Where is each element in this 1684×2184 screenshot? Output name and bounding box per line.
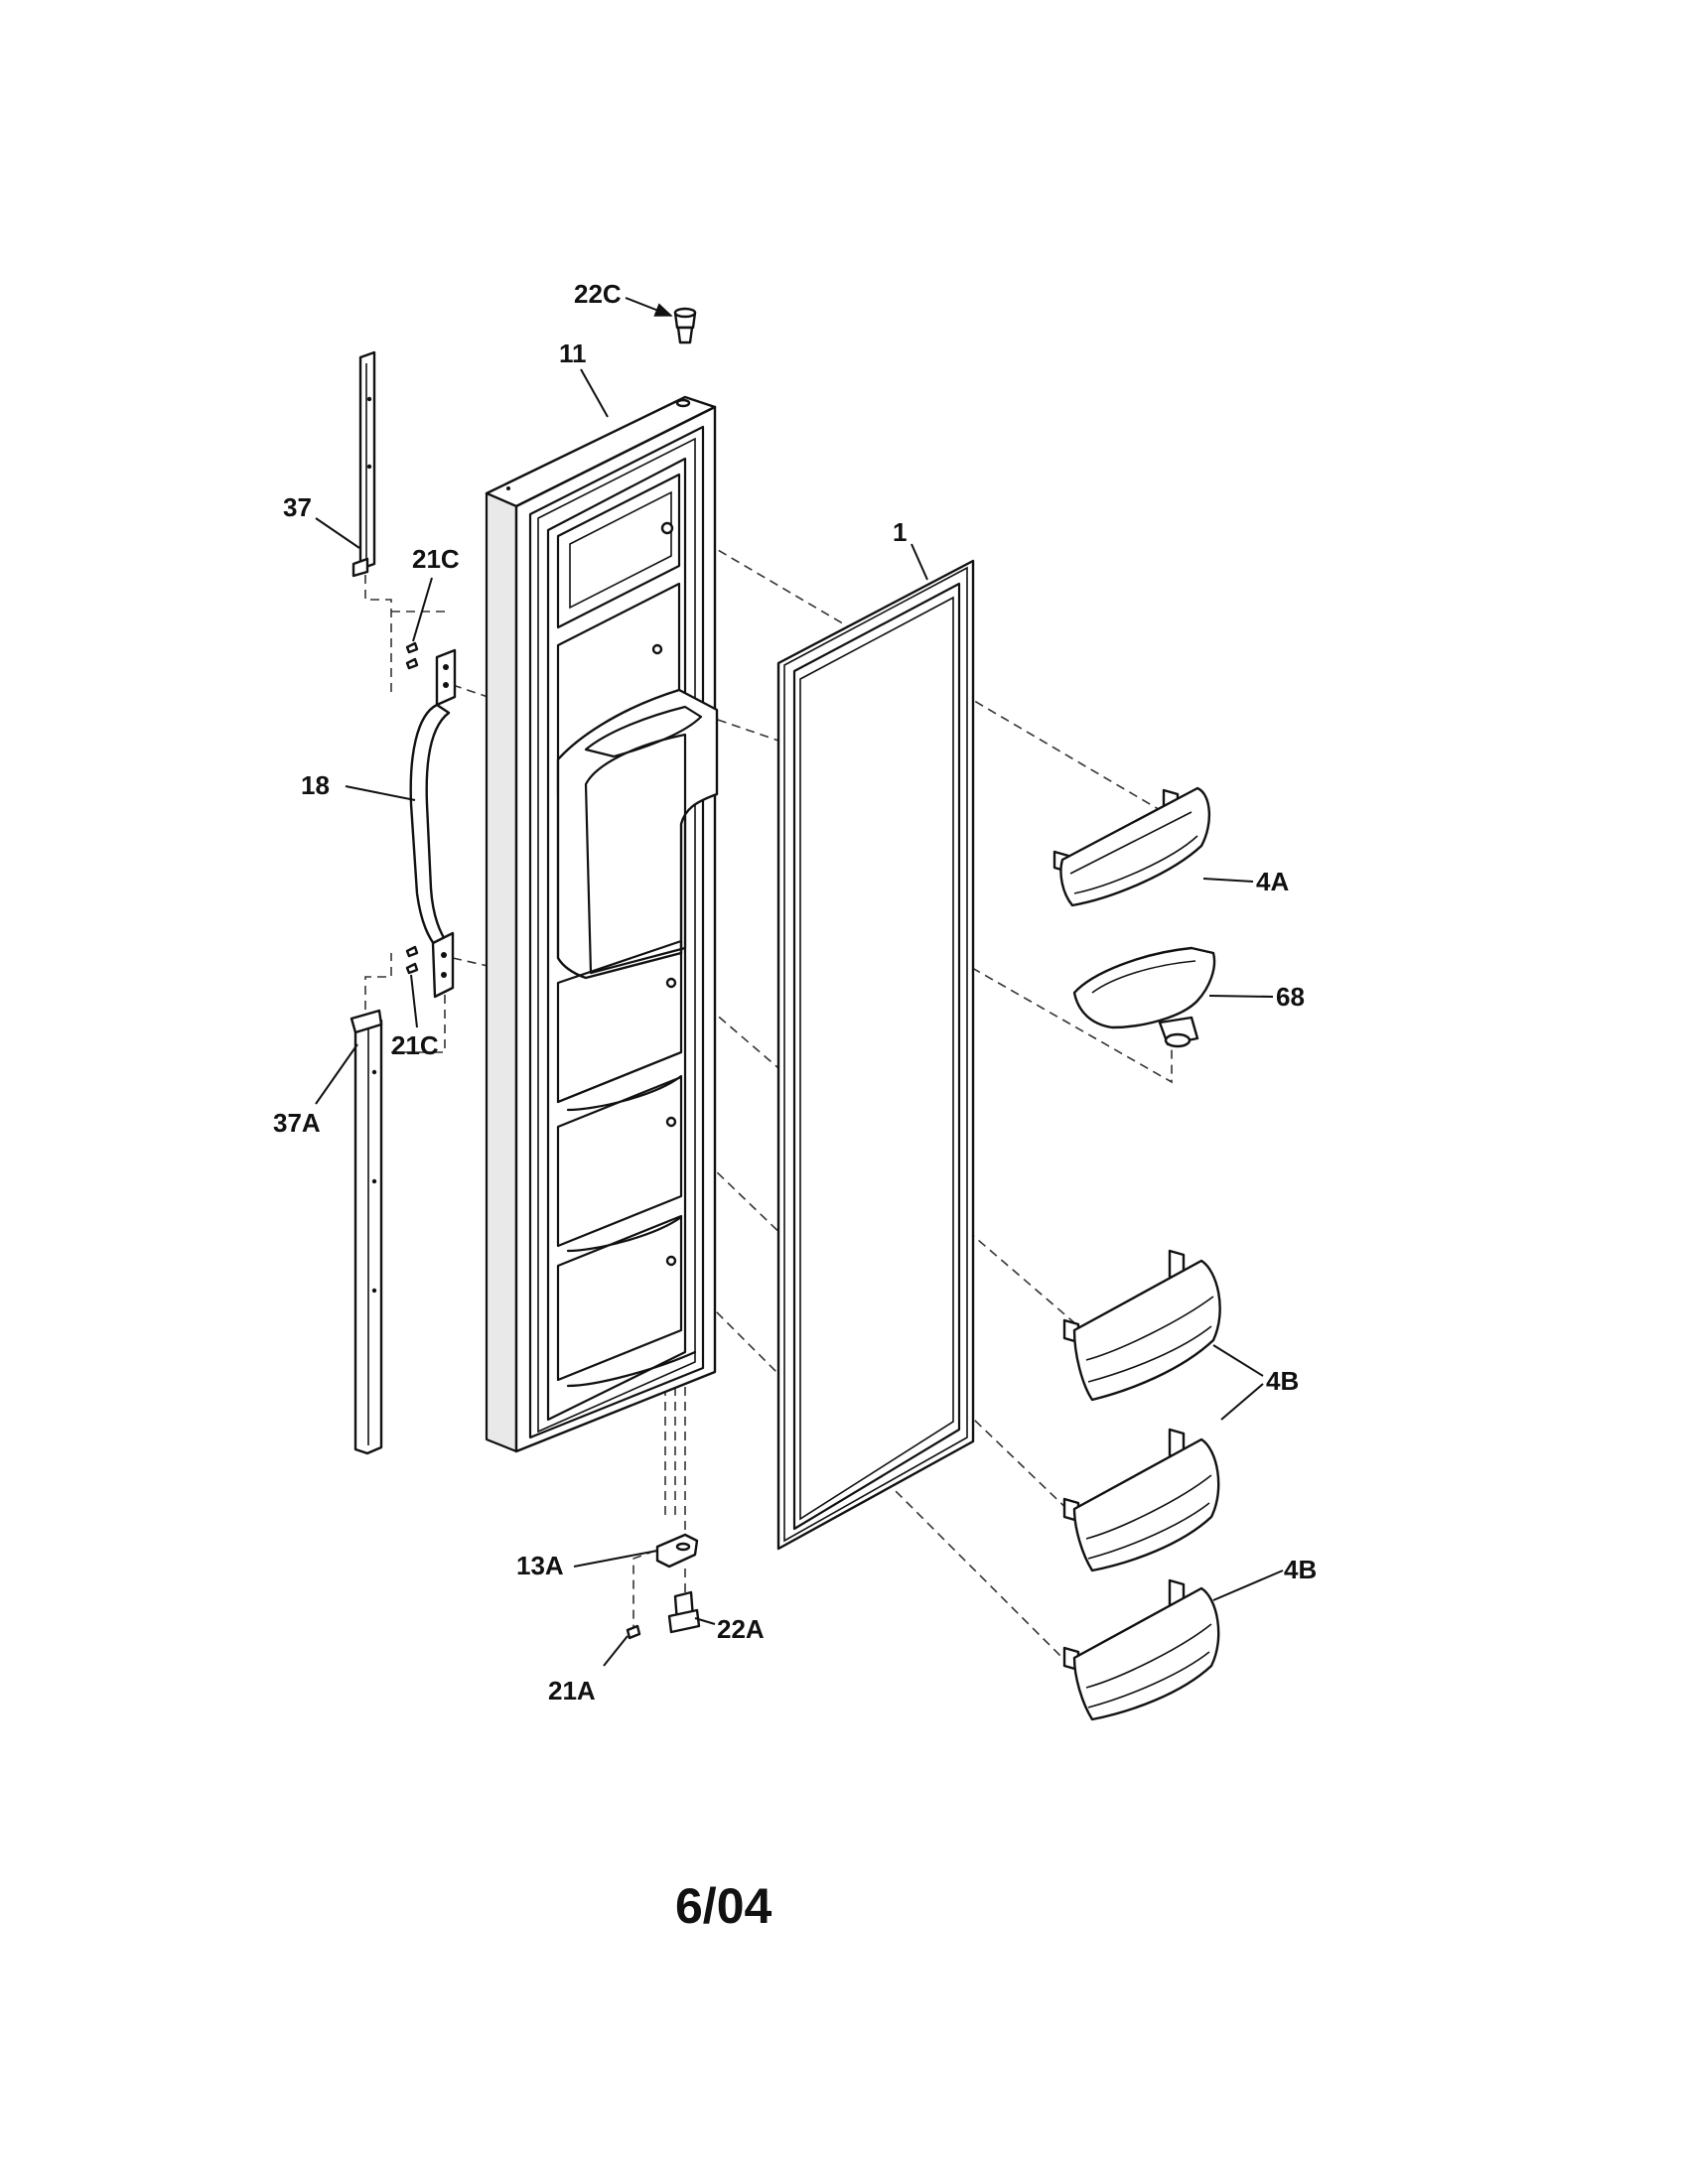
screws-21c <box>405 641 419 975</box>
part-labels: 22C 11 37 21C 1 18 4A 68 21C 37A 4B 4B 1… <box>273 279 1317 1706</box>
label-4a: 4A <box>1256 867 1289 896</box>
door-bin-4a <box>1052 786 1211 907</box>
label-18: 18 <box>301 770 330 800</box>
label-37a: 37A <box>273 1108 321 1138</box>
label-21a: 21A <box>548 1676 596 1706</box>
label-21c-top: 21C <box>412 544 460 574</box>
door-bin-4b-lower <box>1062 1578 1220 1721</box>
bushing-22c <box>673 307 697 344</box>
screw-21a <box>626 1624 641 1640</box>
label-4b-single: 4B <box>1284 1555 1317 1584</box>
label-11: 11 <box>559 339 587 368</box>
trim-strip-37 <box>351 350 376 578</box>
date-code: 6/04 <box>675 1878 772 1934</box>
label-68: 68 <box>1276 982 1305 1012</box>
leader-lines <box>315 297 1284 1667</box>
door-bin-4b-upper <box>1062 1249 1221 1402</box>
label-13a: 13A <box>516 1551 564 1580</box>
label-1: 1 <box>893 517 907 547</box>
door-bin-4b-middle <box>1062 1428 1220 1572</box>
label-37: 37 <box>283 492 312 522</box>
door-gasket-1 <box>776 559 975 1551</box>
label-22c: 22C <box>574 279 622 309</box>
label-4b-group: 4B <box>1266 1366 1299 1396</box>
door-handle-18 <box>409 648 457 999</box>
hinge-pin-22a <box>667 1590 701 1634</box>
trim-strip-37a <box>350 1009 383 1455</box>
refrigerator-door-11 <box>485 395 719 1453</box>
label-22a: 22A <box>717 1614 765 1644</box>
bottom-hinge-13a <box>655 1533 699 1569</box>
door-bin-68 <box>1072 946 1216 1048</box>
label-21c-bottom: 21C <box>391 1030 439 1060</box>
